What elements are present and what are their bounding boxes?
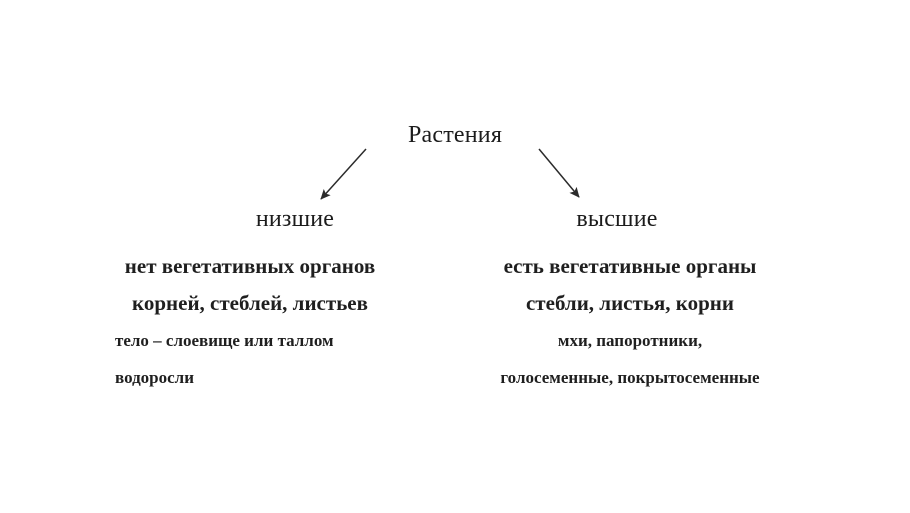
root-node-label: Растения — [407, 122, 503, 148]
branch-header-higher: высшие — [576, 206, 658, 232]
branch-line: водоросли — [115, 368, 195, 387]
branch-header-lower: низшие — [255, 206, 335, 232]
branch-column-lower: нет вегетативных органов корней, стеблей… — [60, 248, 440, 396]
branch-line: тело – слоевище или таллом — [115, 331, 334, 350]
branch-line: корней, стеблей, листьев — [132, 291, 368, 315]
branch-column-higher: есть вегетативные органы стебли, листья,… — [430, 248, 830, 396]
arrow-to-lower-icon — [320, 148, 367, 200]
arrow-to-higher-icon — [538, 148, 580, 198]
branch-line: есть вегетативные органы — [503, 254, 757, 278]
branch-line: стебли, листья, корни — [525, 291, 734, 315]
branch-line: мхи, папоротники, — [557, 331, 703, 350]
branch-line: голосеменные, покрытосеменные — [500, 368, 760, 387]
branch-line: нет вегетативных органов — [124, 254, 376, 278]
